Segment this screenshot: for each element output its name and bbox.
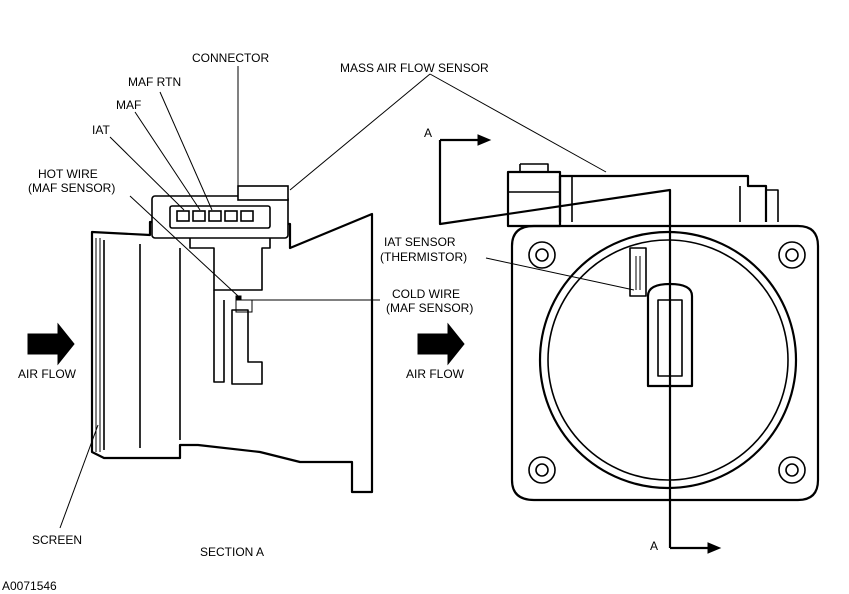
- labels: CONNECTOR MASS AIR FLOW SENSOR MAF RTN M…: [2, 51, 658, 593]
- label-figure-id: A0071546: [2, 579, 57, 593]
- iat-thermistor-lead: [635, 256, 641, 290]
- front-probe-inner: [657, 299, 683, 377]
- label-section-mark-top: A: [424, 126, 432, 140]
- label-mass-air-flow-sensor: MASS AIR FLOW SENSOR: [340, 61, 489, 75]
- label-cold-wire-2: (MAF SENSOR): [386, 301, 473, 315]
- front-view: [289, 73, 820, 554]
- sensor-probe: [213, 290, 263, 385]
- air-flow-arrow-left: [27, 322, 75, 366]
- intake-bore: [103, 240, 181, 450]
- label-connector: CONNECTOR: [192, 51, 269, 65]
- connector-latch: [237, 185, 289, 201]
- air-flow-arrow-right: [417, 322, 465, 366]
- leader-maf-rtn: [159, 91, 213, 211]
- sensor-stem: [189, 238, 271, 291]
- leader-iat: [109, 136, 185, 211]
- label-hot-wire-1: HOT WIRE: [38, 167, 98, 181]
- screen-mesh: [95, 238, 101, 452]
- label-section-a: SECTION A: [200, 545, 264, 559]
- label-maf: MAF: [116, 98, 141, 112]
- label-screen: SCREEN: [32, 533, 82, 547]
- label-cold-wire-1: COLD WIRE: [392, 287, 460, 301]
- sensor-top-housing: [558, 174, 768, 222]
- sensor-flange: [510, 224, 820, 502]
- section-line: [438, 140, 672, 548]
- sensor-bore-outer: [538, 230, 798, 490]
- label-iat-sensor-1: IAT SENSOR: [384, 235, 456, 249]
- label-section-mark-bottom: A: [650, 539, 658, 553]
- sensor-bore-inner: [547, 239, 789, 481]
- leader-hot-wire: [129, 195, 239, 297]
- connector-pins: [176, 210, 254, 222]
- leader-mass-air-flow-sensor-right: [429, 73, 607, 173]
- section-a-view: [27, 66, 380, 529]
- hot-wire-element: [235, 295, 242, 301]
- leader-screen: [59, 424, 99, 529]
- leader-iat-sensor: [485, 257, 635, 291]
- iat-thermistor-post: [629, 247, 647, 297]
- housing-rib: [571, 176, 779, 222]
- front-probe: [646, 282, 694, 388]
- bolt-holes: [528, 241, 806, 484]
- label-iat-sensor-2: (THERMISTOR): [380, 250, 467, 264]
- leader-maf: [134, 111, 201, 211]
- label-maf-rtn: MAF RTN: [128, 75, 181, 89]
- label-air-flow-left: AIR FLOW: [18, 367, 77, 381]
- label-iat: IAT: [92, 123, 110, 137]
- cold-wire-element: [235, 299, 253, 313]
- front-connector: [506, 170, 562, 228]
- leader-mass-air-flow-sensor-left: [289, 73, 431, 191]
- front-connector-latch: [508, 163, 560, 193]
- label-air-flow-right: AIR FLOW: [406, 367, 465, 381]
- section-arrow-bottom-head: [707, 542, 722, 554]
- label-hot-wire-2: (MAF SENSOR): [28, 181, 115, 195]
- section-arrow-top-head: [477, 134, 492, 146]
